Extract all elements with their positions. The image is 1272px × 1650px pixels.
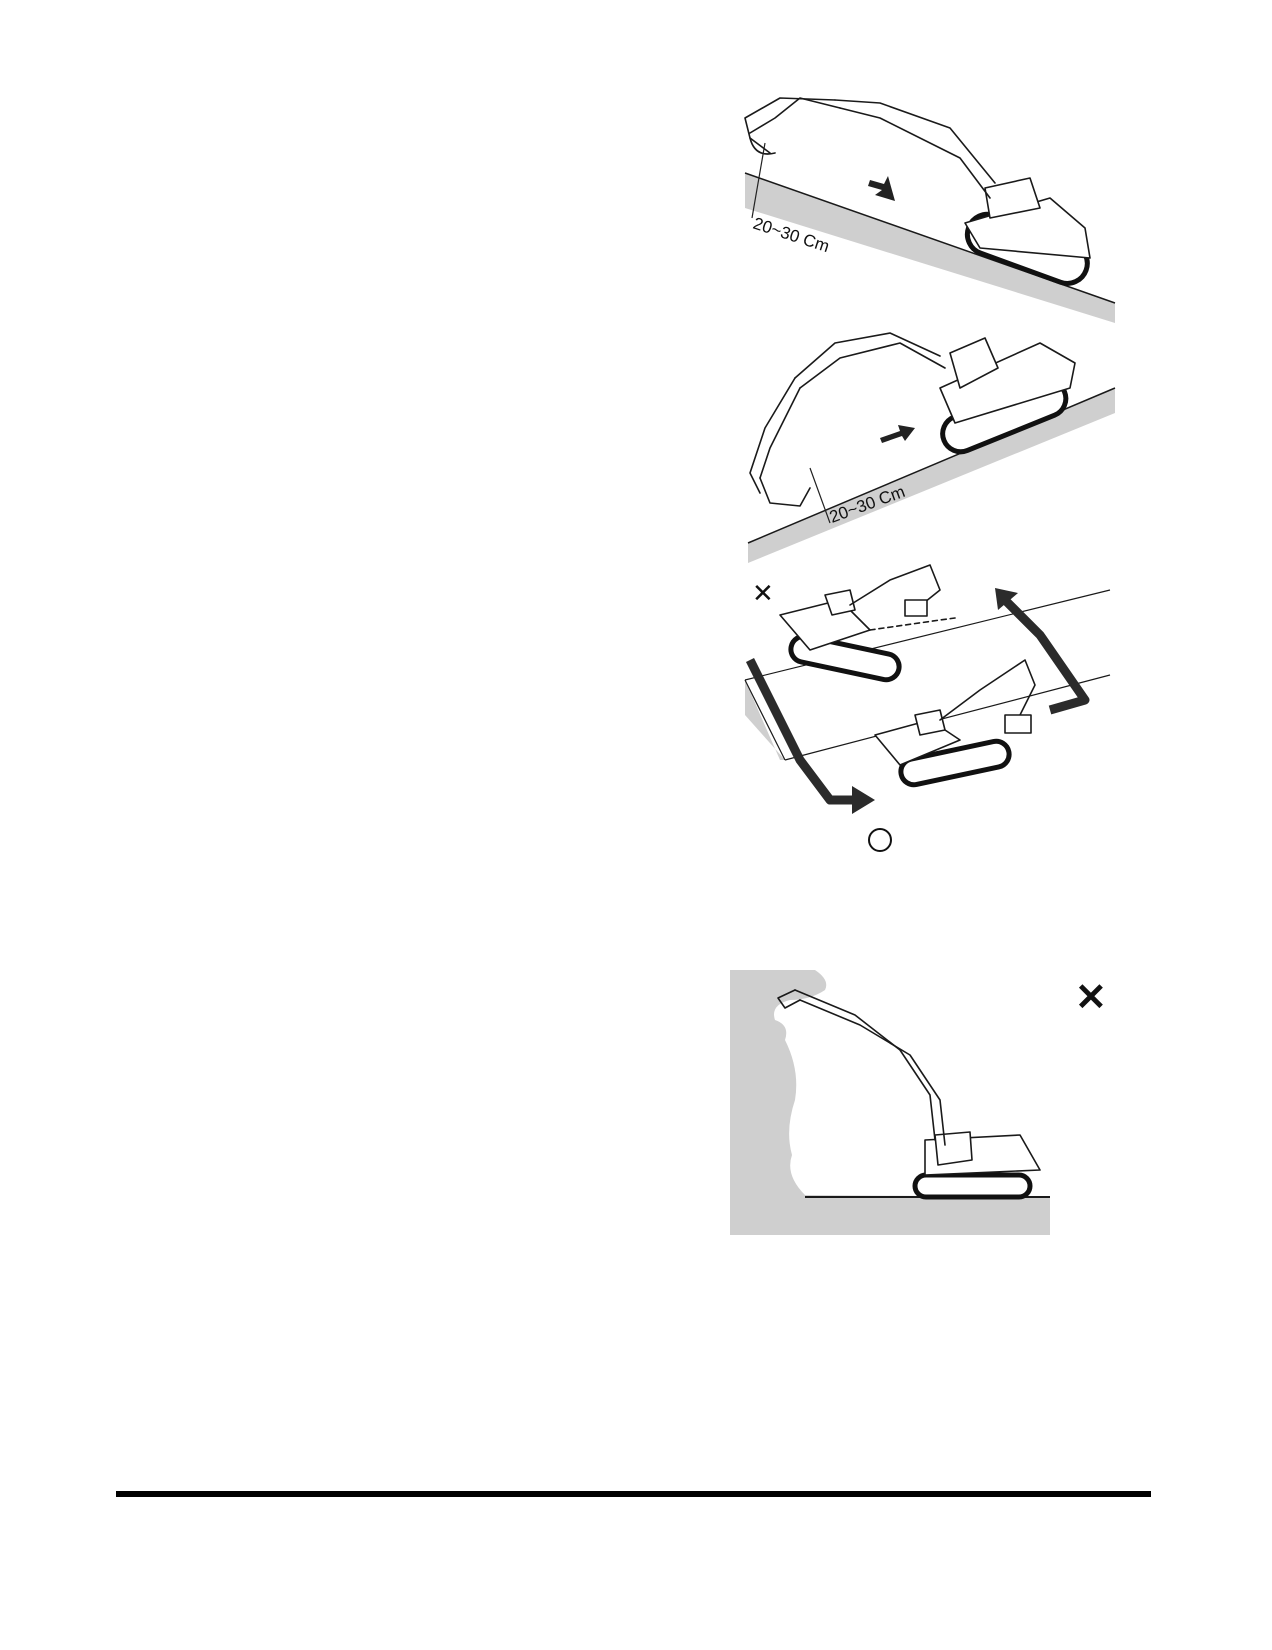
right-mark [868, 828, 892, 852]
travel-direction-arrow [868, 176, 895, 201]
figure-overhang: ✕ [730, 970, 1130, 1240]
excavator-wrong [779, 564, 956, 683]
figure-slope-up: 20~30 Cm [740, 328, 1120, 563]
figure-slope-travel: ✕ [740, 560, 1120, 860]
travel-path-left [745, 657, 855, 805]
travel-direction-arrow [880, 425, 915, 443]
slope-ground [745, 680, 785, 760]
figure-overhang-drawing: ✕ [730, 970, 1107, 1235]
dimension-label: 20~30 Cm [827, 482, 908, 527]
slope-ground [745, 173, 1115, 323]
figure-slope-up-drawing: 20~30 Cm [747, 332, 1116, 563]
excavator-overhang [777, 989, 1041, 1200]
figure-slope-travel-drawing: ✕ [744, 564, 1111, 852]
travel-path-right-arrowhead [995, 588, 1018, 610]
travel-path-right [1001, 596, 1090, 715]
figure-slope-down-drawing: 20~30 Cm [744, 97, 1116, 323]
wrong-mark: ✕ [1075, 977, 1107, 1019]
excavator-down [744, 97, 1091, 286]
slope-ground [748, 388, 1115, 563]
overhang-cliff [730, 970, 1050, 1235]
excavator-right [874, 659, 1036, 788]
excavator-up [749, 332, 1076, 507]
travel-path-left-arrowhead [852, 786, 875, 814]
wrong-mark: ✕ [752, 578, 774, 608]
footer-rule [116, 1491, 1151, 1497]
figure-slope-down: 20~30 Cm [740, 78, 1120, 323]
